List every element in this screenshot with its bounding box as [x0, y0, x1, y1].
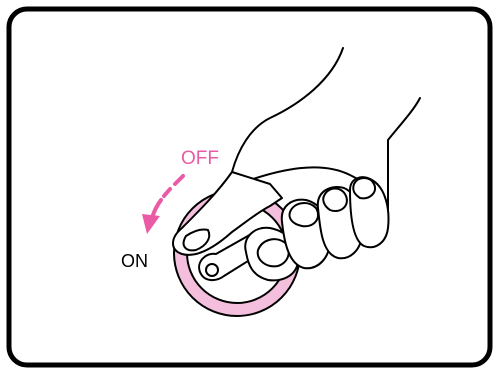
off-label: OFF — [181, 148, 219, 169]
on-label: ON — [121, 251, 148, 271]
